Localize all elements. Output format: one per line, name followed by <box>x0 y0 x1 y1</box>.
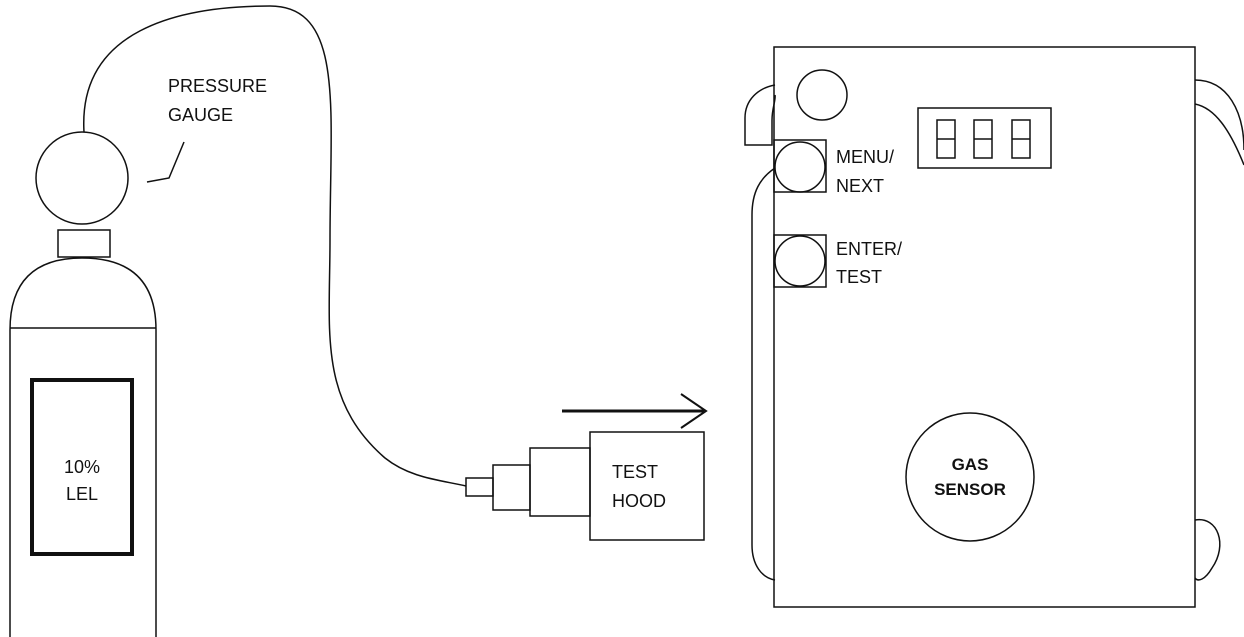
gas-sensor-label-line2: SENSOR <box>934 480 1006 499</box>
enter-test-button[interactable] <box>773 234 827 288</box>
left-side-rail <box>751 167 776 581</box>
menu-next-button[interactable] <box>773 139 827 193</box>
cylinder-body <box>9 257 157 637</box>
hood-label-line1: TEST <box>612 462 658 482</box>
enter-button-frame[interactable] <box>773 234 827 288</box>
gas-hose <box>83 5 467 487</box>
enter-button-label-line1: ENTER/ <box>836 239 902 259</box>
hose-connector-medium <box>492 464 531 511</box>
gas-detector: MENU/ NEXT ENTER/ TEST GAS SENSOR <box>744 46 1244 608</box>
left-mount-bracket <box>744 84 776 146</box>
hood-body <box>589 431 705 541</box>
gas-sensor-label-line1: GAS <box>952 455 989 474</box>
test-hood: TEST HOOD <box>465 431 705 541</box>
right-mount-bracket <box>1194 79 1244 166</box>
gas-cylinder: 10% LEL <box>9 229 157 637</box>
cylinder-valve <box>57 229 111 258</box>
indicator-led <box>796 69 848 121</box>
menu-button-label-line2: NEXT <box>836 176 884 196</box>
pressure-gauge: PRESSURE GAUGE <box>35 76 267 225</box>
arrow-head <box>680 393 708 429</box>
enter-button-knob[interactable] <box>774 235 826 287</box>
cylinder-content-line2: LEL <box>66 484 98 504</box>
right-lower-clip <box>1194 519 1221 581</box>
pressure-gauge-label-line1: PRESSURE <box>168 76 267 96</box>
menu-button-knob[interactable] <box>774 141 826 193</box>
gas-sensor <box>905 412 1035 542</box>
hood-neck <box>529 447 591 517</box>
cylinder-content-line1: 10% <box>64 457 100 477</box>
pressure-gauge-dial <box>35 131 129 225</box>
pressure-gauge-leader-line <box>146 141 185 183</box>
digital-display <box>917 107 1052 169</box>
detector-enclosure <box>773 46 1196 608</box>
menu-button-label-line1: MENU/ <box>836 147 894 167</box>
pressure-gauge-label-line2: GAUGE <box>168 105 233 125</box>
hood-label-line2: HOOD <box>612 491 666 511</box>
cylinder-label-box <box>30 378 134 556</box>
direction-arrow <box>562 393 708 429</box>
enter-button-label-line2: TEST <box>836 267 882 287</box>
hose-connector-small <box>465 477 494 497</box>
